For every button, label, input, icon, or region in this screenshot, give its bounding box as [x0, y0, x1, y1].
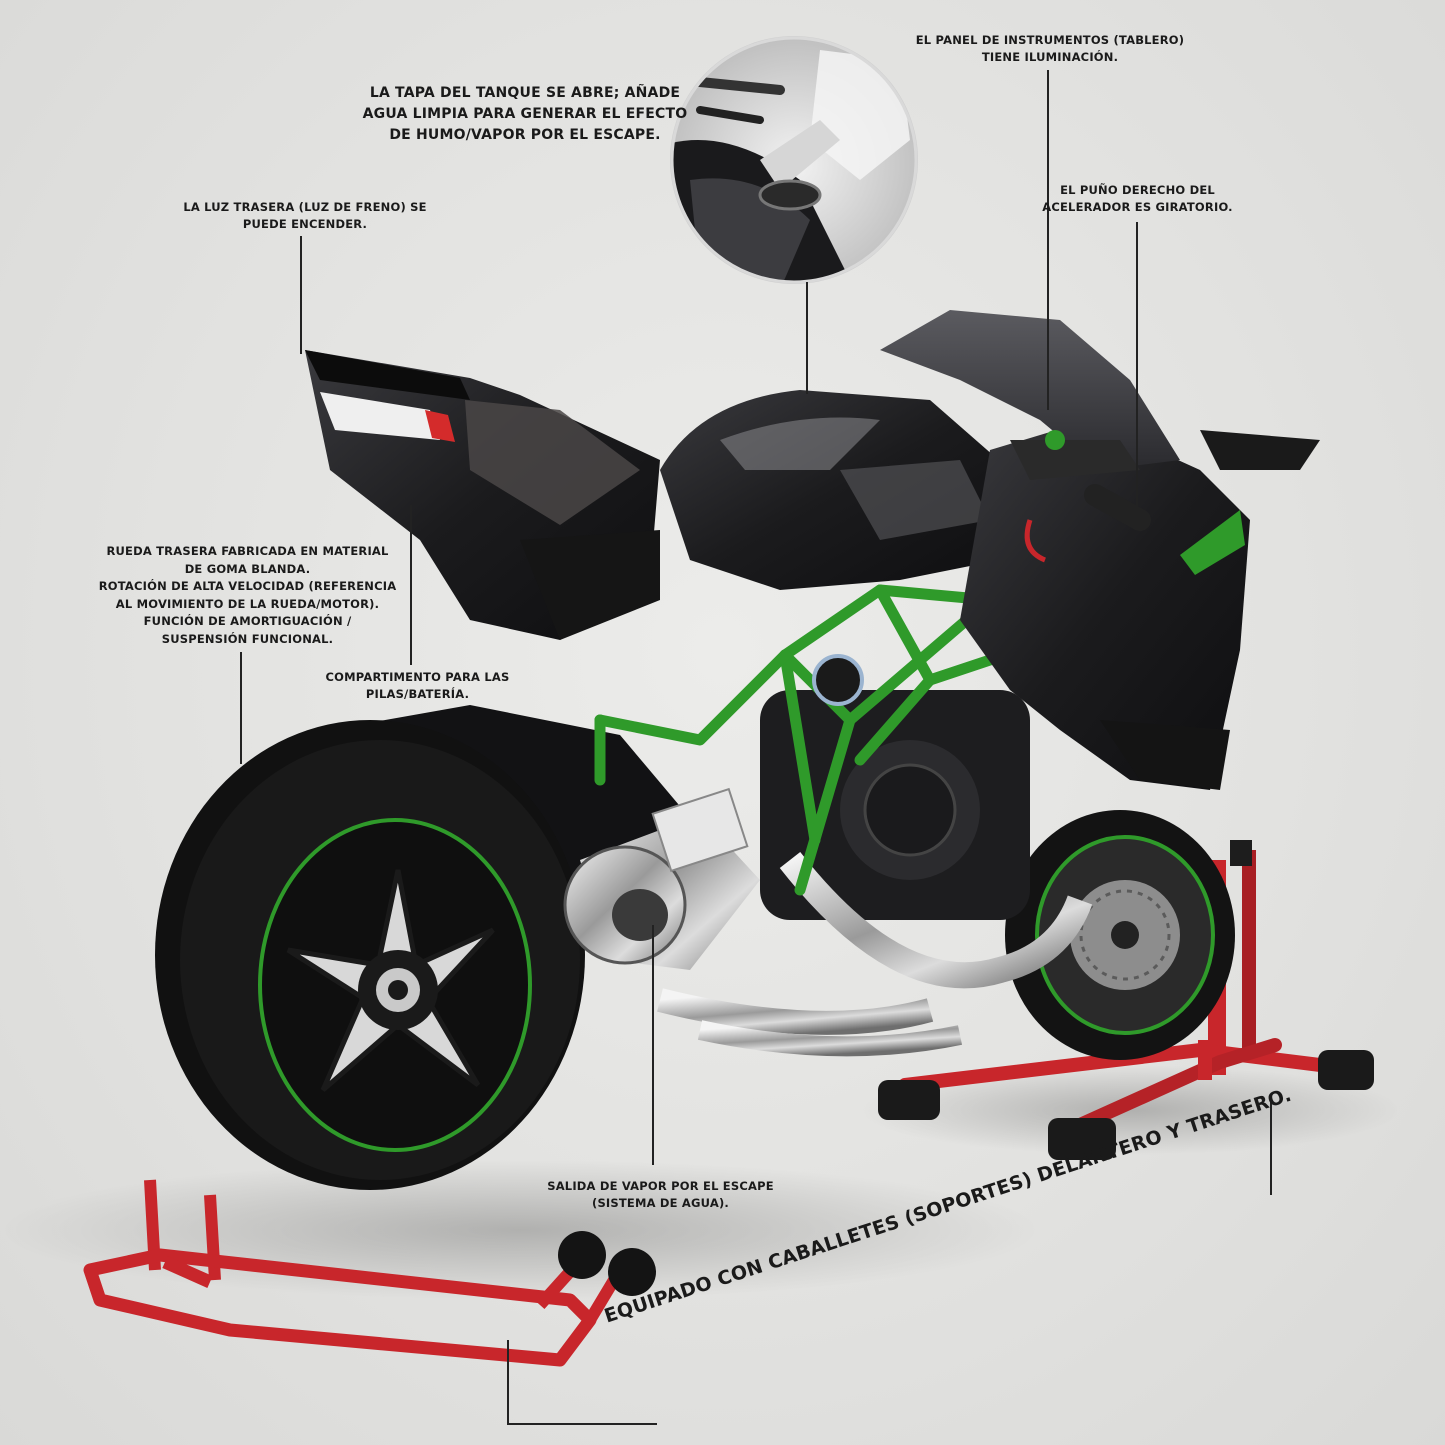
tail-light-leader-line	[300, 236, 302, 354]
battery-leader-line	[410, 505, 412, 665]
engine	[657, 690, 1093, 1057]
mirror	[1200, 430, 1320, 470]
front-wheel	[1005, 810, 1235, 1060]
tank-callout: LA TAPA DEL TANQUE SE ABRE; AÑADE AGUA L…	[362, 85, 688, 143]
tank-leader-line	[806, 282, 808, 394]
fuel-cap-inset	[670, 36, 918, 284]
fuel-tank	[660, 390, 1010, 590]
front-stand	[878, 840, 1374, 1160]
throttle-leader-line	[1136, 222, 1138, 522]
exhaust-callout: SALIDA DE VAPOR POR EL ESCAPE (SISTEMA D…	[547, 1179, 774, 1210]
exhaust-leader-line	[652, 925, 654, 1165]
dash-callout: EL PANEL DE INSTRUMENTOS (TABLERO) TIENE…	[915, 33, 1185, 64]
battery-callout: COMPARTIMENTO PARA LAS PILAS/BATERÍA.	[325, 670, 510, 701]
stands-leader-line	[507, 1340, 509, 1425]
supercharger-badge	[812, 654, 864, 706]
rear-wheel-leader-line	[240, 652, 242, 764]
stands-leader-line	[507, 1423, 657, 1425]
front-fairing	[880, 310, 1320, 790]
tail-light-callout: LA LUZ TRASERA (LUZ DE FRENO) SE PUEDE E…	[183, 200, 427, 231]
exhaust-muffler	[563, 787, 760, 970]
dash-leader-line	[1047, 70, 1049, 410]
throttle-grip	[1084, 484, 1151, 531]
rear-wheel	[155, 720, 585, 1190]
tail-light	[320, 392, 440, 440]
throttle-callout: EL PUÑO DERECHO DEL ACELERADOR ES GIRATO…	[1042, 183, 1233, 214]
windshield	[880, 310, 1180, 470]
tail-section	[305, 350, 660, 640]
rear-wheel-callout: RUEDA TRASERA FABRICADA EN MATERIAL DE G…	[98, 544, 397, 646]
handlebar	[1010, 440, 1140, 480]
stands-leader-line	[1270, 1095, 1272, 1195]
rear-stand	[83, 1179, 656, 1367]
